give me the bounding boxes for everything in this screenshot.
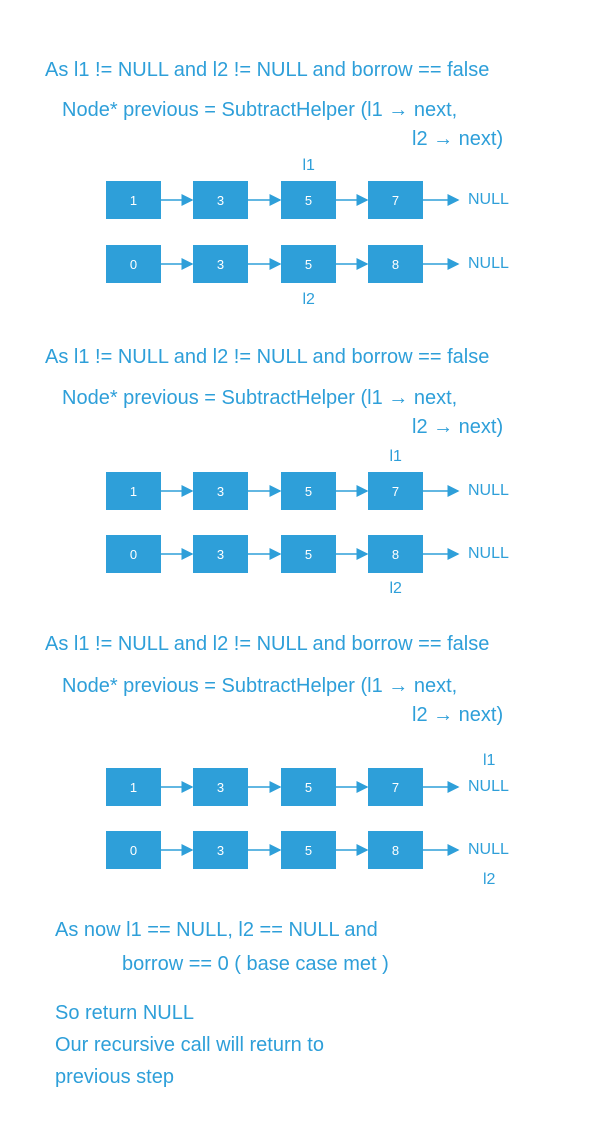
step1-l1-node: 5 bbox=[281, 181, 336, 219]
step1-l2-node: 5 bbox=[281, 245, 336, 283]
step1-call-line2: l2 → next) bbox=[412, 128, 504, 150]
step2-l1-null-label: NULL bbox=[468, 482, 509, 499]
step2-l2-null-label: NULL bbox=[468, 545, 509, 562]
step3-l1-node: 7 bbox=[368, 768, 423, 806]
step1-l2-node: 8 bbox=[368, 245, 423, 283]
step3-l2-node: 8 bbox=[368, 831, 423, 869]
conclusion-line2: Our recursive call will return to bbox=[55, 1034, 324, 1056]
step3-condition: As l1 != NULL and l2 != NULL and borrow … bbox=[45, 633, 490, 655]
step1-l2-node: 3 bbox=[193, 245, 248, 283]
step3-l1-null-label: NULL bbox=[468, 778, 509, 795]
step2-condition: As l1 != NULL and l2 != NULL and borrow … bbox=[45, 346, 490, 368]
conclusion-line3: previous step bbox=[55, 1066, 174, 1088]
step3-call-line2: l2 → next) bbox=[412, 704, 504, 726]
step2-l2-node: 5 bbox=[281, 535, 336, 573]
step2-l2-node: 3 bbox=[193, 535, 248, 573]
step1-l2-node: 0 bbox=[106, 245, 161, 283]
step1-l1-node: 1 bbox=[106, 181, 161, 219]
step3-l2-node: 0 bbox=[106, 831, 161, 869]
step1-condition: As l1 != NULL and l2 != NULL and borrow … bbox=[45, 59, 490, 81]
step1-l1-null-label: NULL bbox=[468, 191, 509, 208]
step3-l1-node: 5 bbox=[281, 768, 336, 806]
step2-l2-pointer-label: l2 bbox=[389, 580, 402, 597]
step2-call-line2: l2 → next) bbox=[412, 416, 504, 438]
step1-call-line1: Node* previous = SubtractHelper (l1 → ne… bbox=[62, 99, 458, 121]
step2-l1-pointer-label: l1 bbox=[389, 448, 402, 465]
conclusion-line1: So return NULL bbox=[55, 1002, 194, 1024]
step2-l1-node: 7 bbox=[368, 472, 423, 510]
step3-call-line1: Node* previous = SubtractHelper (l1 → ne… bbox=[62, 675, 458, 697]
step3-l2-pointer-label: l2 bbox=[483, 871, 496, 888]
step3-l1-node: 3 bbox=[193, 768, 248, 806]
step2-l1-node: 5 bbox=[281, 472, 336, 510]
step3-l2-node: 3 bbox=[193, 831, 248, 869]
step1-l2-pointer-label: l2 bbox=[302, 291, 315, 308]
step3-l2-node: 5 bbox=[281, 831, 336, 869]
step2-l2-node: 8 bbox=[368, 535, 423, 573]
step2-l1-node: 3 bbox=[193, 472, 248, 510]
step3-l1-node: 1 bbox=[106, 768, 161, 806]
step1-l1-node: 3 bbox=[193, 181, 248, 219]
step2-l1-node: 1 bbox=[106, 472, 161, 510]
step2-call-line1: Node* previous = SubtractHelper (l1 → ne… bbox=[62, 387, 458, 409]
step1-l1-node: 7 bbox=[368, 181, 423, 219]
step3-l1-pointer-label: l1 bbox=[483, 752, 496, 769]
step3-l2-null-label: NULL bbox=[468, 841, 509, 858]
base-case-line2: borrow == 0 ( base case met ) bbox=[122, 953, 389, 975]
step1-l2-null-label: NULL bbox=[468, 255, 509, 272]
base-case-line1: As now l1 == NULL, l2 == NULL and bbox=[55, 919, 378, 941]
step2-l2-node: 0 bbox=[106, 535, 161, 573]
step1-l1-pointer-label: l1 bbox=[302, 157, 315, 174]
